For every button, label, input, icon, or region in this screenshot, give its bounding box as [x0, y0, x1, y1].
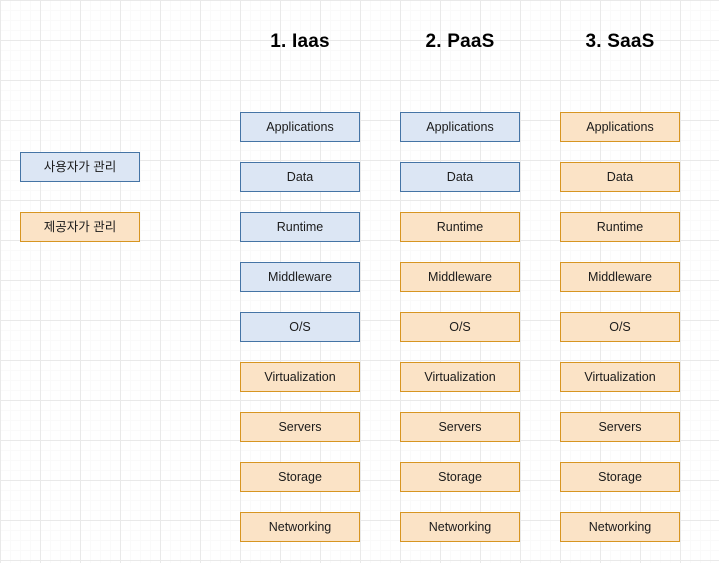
legend-item-user: 사용자가 관리	[20, 152, 140, 182]
layer-box: Servers	[400, 412, 520, 442]
layer-box: O/S	[400, 312, 520, 342]
layer-box: Networking	[240, 512, 360, 542]
layer-box: Runtime	[400, 212, 520, 242]
column-header-3: 3. SaaS	[585, 31, 655, 52]
legend-item-provider: 제공자가 관리	[20, 212, 140, 242]
layer-box: Virtualization	[560, 362, 680, 392]
layer-box: Runtime	[240, 212, 360, 242]
layer-box: Middleware	[400, 262, 520, 292]
layer-box: Applications	[240, 112, 360, 142]
layer-box: Virtualization	[240, 362, 360, 392]
layer-box: Storage	[400, 462, 520, 492]
layer-box: Data	[240, 162, 360, 192]
layer-box: Data	[560, 162, 680, 192]
layer-box: Applications	[400, 112, 520, 142]
layer-box: Virtualization	[400, 362, 520, 392]
layer-box: Data	[400, 162, 520, 192]
column-header-2: 2. PaaS	[425, 31, 495, 52]
layer-box: Networking	[400, 512, 520, 542]
layer-box: Runtime	[560, 212, 680, 242]
column-header-1: 1. Iaas	[270, 31, 330, 52]
layer-box: Servers	[240, 412, 360, 442]
layer-box: O/S	[560, 312, 680, 342]
layer-box: O/S	[240, 312, 360, 342]
layer-box: Storage	[240, 462, 360, 492]
layer-box: Networking	[560, 512, 680, 542]
layer-box: Middleware	[240, 262, 360, 292]
layer-box: Storage	[560, 462, 680, 492]
layer-box: Applications	[560, 112, 680, 142]
layer-box: Servers	[560, 412, 680, 442]
layer-box: Middleware	[560, 262, 680, 292]
